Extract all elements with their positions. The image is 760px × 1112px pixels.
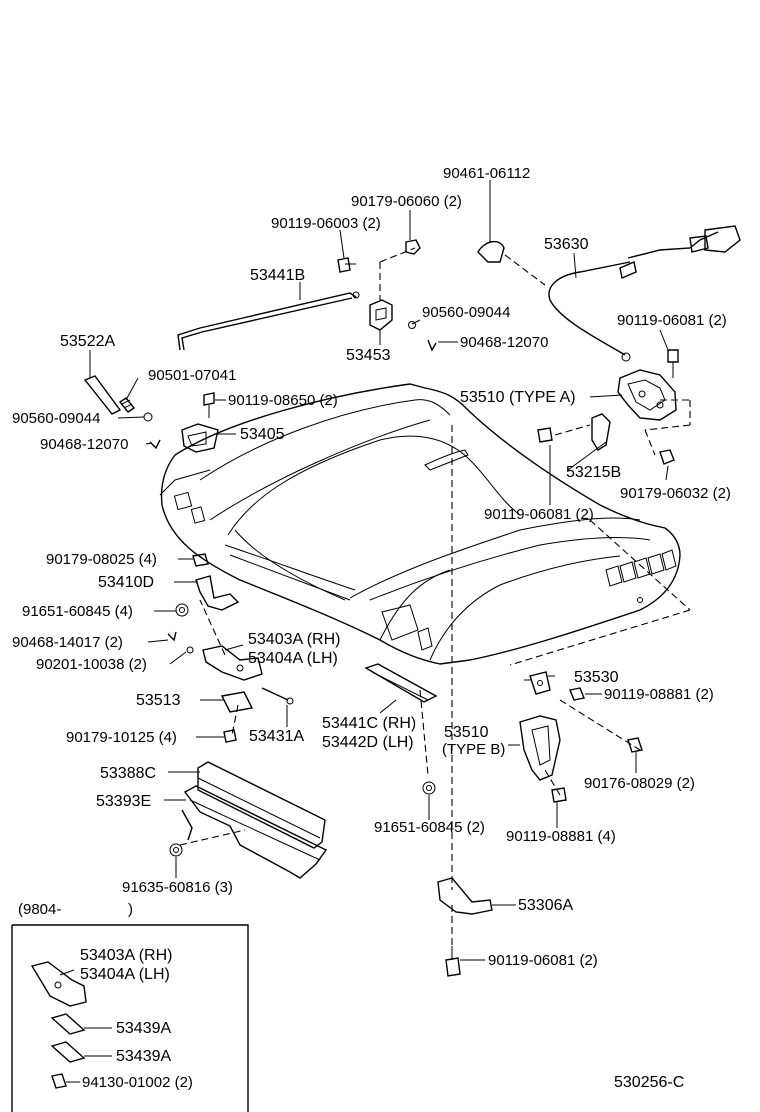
label-53453: 53453 <box>346 347 391 364</box>
label-53404A-main: 53404A (LH) <box>248 650 338 667</box>
label-90179-08025: 90179-08025 (4) <box>46 551 157 568</box>
hood-lock-type-a <box>537 349 679 465</box>
left-small-parts <box>83 375 219 453</box>
front-seals <box>364 663 438 795</box>
part-labels: 90461-06112 90179-06060 (2) 90119-06003 … <box>12 165 731 1091</box>
label-53630: 53630 <box>544 236 589 253</box>
label-inset-53404A: 53404A (LH) <box>80 966 170 983</box>
label-90468-12070-top: 90468-12070 <box>460 334 548 351</box>
label-90560-09044-left: 90560-09044 <box>12 410 100 427</box>
right-side-parts <box>519 671 643 803</box>
label-53393E: 53393E <box>96 793 151 810</box>
label-90119-06003: 90119-06003 (2) <box>271 215 381 232</box>
label-90176-08029: 90176-08029 (2) <box>584 775 695 792</box>
label-inset-53439A-1: 53439A <box>116 1020 171 1037</box>
figure-code: 530256-C <box>614 1074 684 1091</box>
label-90468-12070-left: 90468-12070 <box>40 436 128 453</box>
label-inset-53403A: 53403A (RH) <box>80 947 173 964</box>
label-90119-08650: 90119-08650 (2) <box>228 392 338 409</box>
inset-date-range: (9804- <box>18 901 61 918</box>
label-90560-09044-top: 90560-09044 <box>422 304 510 321</box>
label-90119-08881-bottom: 90119-08881 (4) <box>506 828 616 845</box>
leader-lines <box>59 180 669 1083</box>
label-90501-07041: 90501-07041 <box>148 367 236 384</box>
lock-support-bracket <box>437 877 493 977</box>
label-53513: 53513 <box>136 692 181 709</box>
label-inset-94130-01002: 94130-01002 (2) <box>82 1074 193 1091</box>
release-cable <box>548 225 741 362</box>
label-53441C: 53441C (RH) <box>322 715 416 732</box>
hinge-parts <box>167 553 294 743</box>
label-90468-14017: 90468-14017 (2) <box>12 634 123 651</box>
label-53410D: 53410D <box>98 574 154 591</box>
label-inset-53439A-2: 53439A <box>116 1048 171 1065</box>
hood-support-rod <box>177 291 360 351</box>
label-90119-06081-top: 90119-06081 (2) <box>617 312 727 329</box>
label-90119-06081-bottom: 90119-06081 (2) <box>488 952 598 969</box>
label-53306A: 53306A <box>518 897 573 914</box>
label-53441B: 53441B <box>250 267 305 284</box>
label-53510-type-b-sub: (TYPE B) <box>442 741 505 758</box>
top-small-parts <box>337 239 505 352</box>
label-90119-08881-top: 90119-08881 (2) <box>604 686 714 703</box>
label-53388C: 53388C <box>100 765 156 782</box>
label-53431A: 53431A <box>249 728 304 745</box>
label-53510-type-b: 53510 <box>444 724 489 741</box>
label-90179-10125: 90179-10125 (4) <box>66 729 177 746</box>
label-90179-06060: 90179-06060 (2) <box>351 193 462 210</box>
label-53442D: 53442D (LH) <box>322 734 414 751</box>
label-90179-06032: 90179-06032 (2) <box>620 485 731 502</box>
label-53530: 53530 <box>574 669 619 686</box>
label-90201-10038: 90201-10038 (2) <box>36 656 147 673</box>
radiator-seals <box>169 761 328 879</box>
label-53403A-main: 53403A (RH) <box>248 631 341 648</box>
label-53405: 53405 <box>240 426 285 443</box>
label-91635-60816: 91635-60816 (3) <box>122 879 233 896</box>
label-53522A: 53522A <box>60 333 115 350</box>
inset-date-close: ) <box>128 901 133 918</box>
inset-box <box>11 924 249 1112</box>
label-91651-60845-left: 91651-60845 (4) <box>22 603 133 620</box>
label-91651-60845-bottom: 91651-60845 (2) <box>374 819 485 836</box>
label-90461-06112: 90461-06112 <box>443 165 530 182</box>
label-53510-type-a: 53510 (TYPE A) <box>460 389 576 406</box>
label-53215B: 53215B <box>566 464 621 481</box>
label-90119-06081-mid: 90119-06081 (2) <box>484 506 594 523</box>
hood-panel <box>159 383 681 665</box>
